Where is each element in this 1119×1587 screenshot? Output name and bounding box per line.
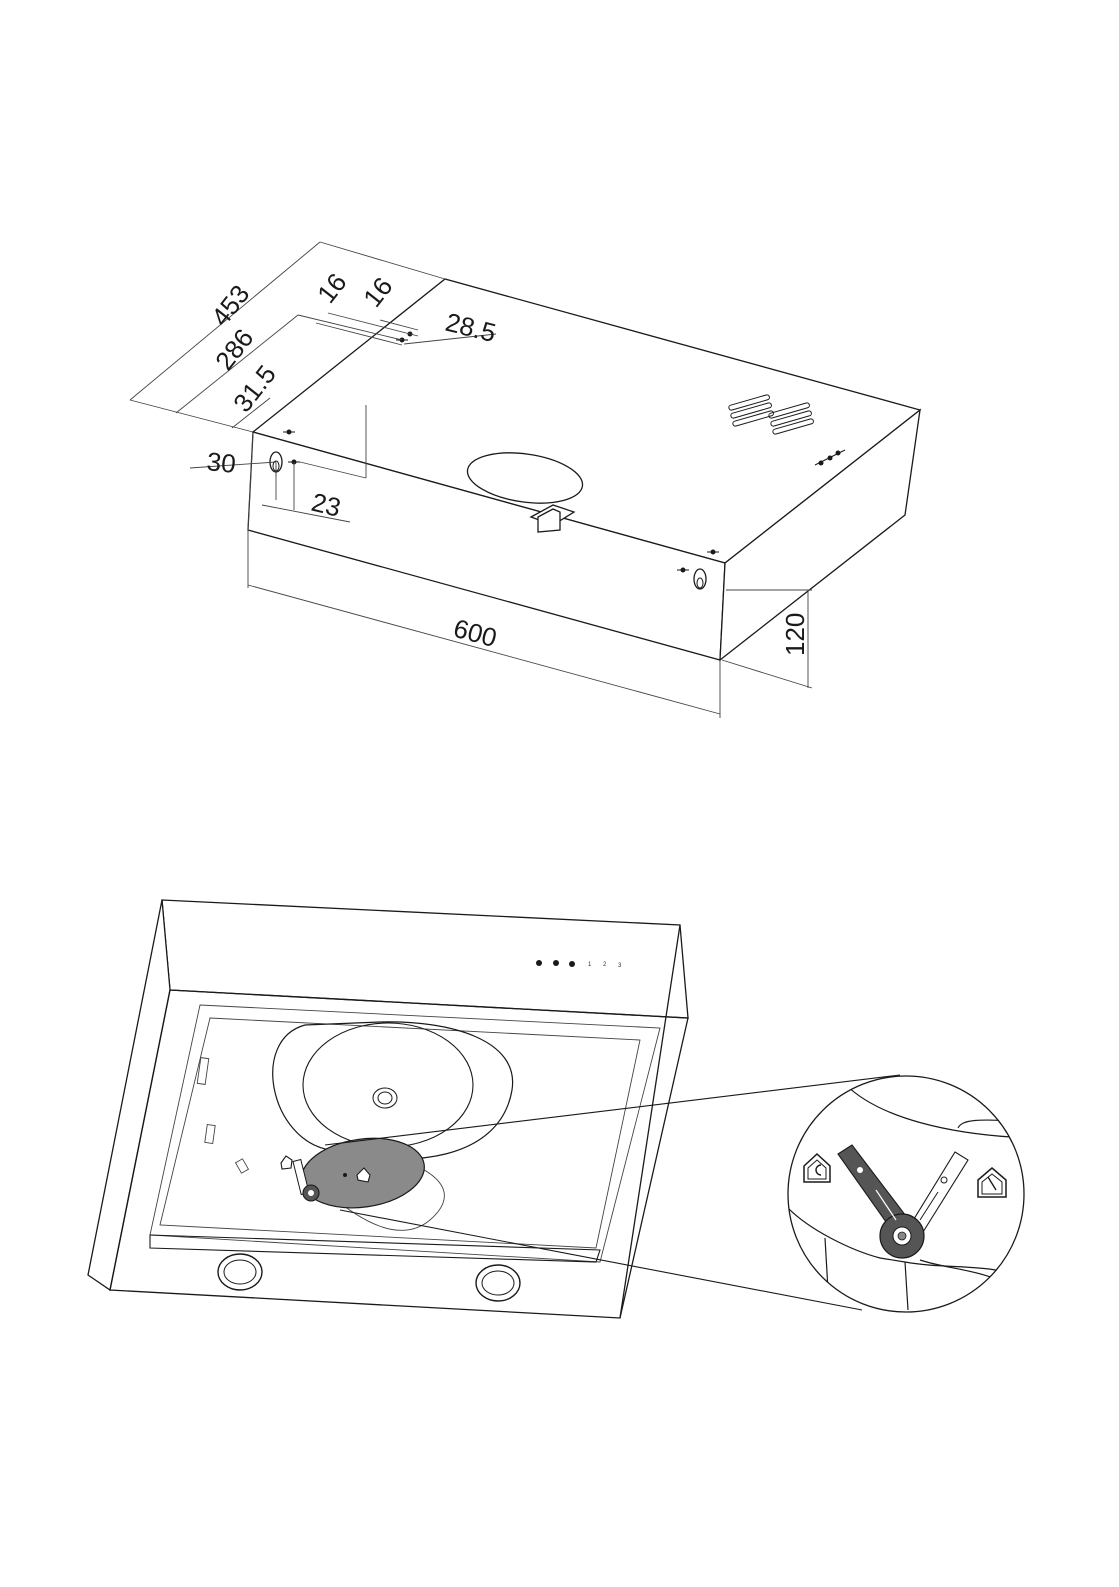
dim-label-16-b: 16	[357, 271, 398, 312]
hood-left-side	[88, 900, 170, 1290]
dim-label-453: 453	[205, 279, 255, 332]
damper-detail-callout	[788, 1076, 1030, 1312]
hood-interior-drawing: 1 2 3	[88, 900, 900, 1318]
dim-label-30: 30	[205, 446, 237, 479]
control-panel-front	[162, 900, 688, 1018]
right-lamp	[476, 1265, 520, 1301]
left-lamp	[218, 1254, 262, 1290]
hood-dimension-drawing: 453 286 31.5 16 16 28.5 30 23 600 120	[130, 242, 920, 718]
damper-highlight-area	[281, 1131, 429, 1216]
dim-label-120: 120	[780, 613, 810, 656]
power-button-icon[interactable]	[536, 960, 542, 966]
light-button-icon[interactable]	[553, 960, 559, 966]
dim-label-16-a: 16	[311, 267, 352, 308]
dim-label-600: 600	[450, 613, 500, 653]
timer-button-icon[interactable]	[569, 961, 575, 967]
